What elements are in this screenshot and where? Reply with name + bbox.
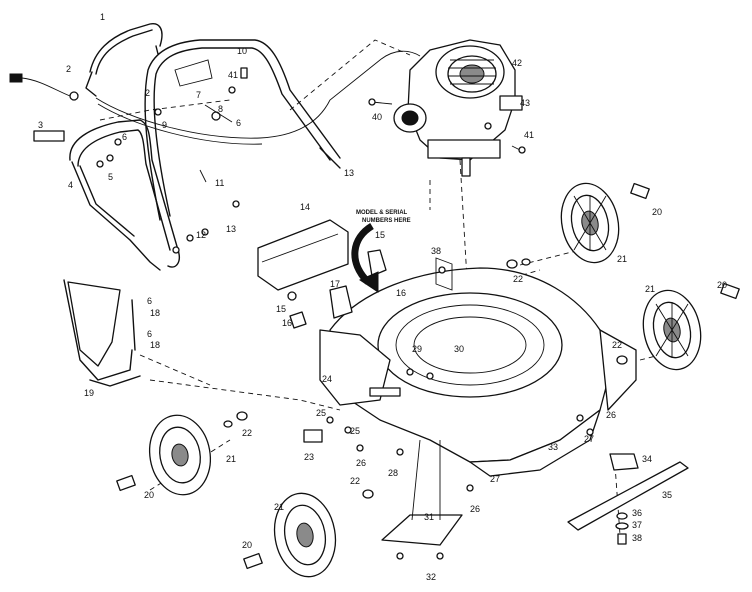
callout-c6c: 6 [147,296,152,306]
callout-c17: 17 [330,279,340,289]
wheel-rear-left [149,414,211,496]
callout-c14: 14 [300,202,310,212]
callout-c3: 3 [38,120,43,130]
callout-c22b: 22 [612,340,622,350]
callout-c43: 43 [520,98,530,108]
callout-c31: 31 [424,512,434,522]
note-line-1: MODEL & SERIAL [356,210,408,216]
blade-assembly [567,453,689,545]
serial-arrow [351,223,379,293]
control-cable [95,50,421,145]
callout-labels: 1223456666789101112131314151516161718181… [38,12,727,582]
wheel-front-left [273,492,337,578]
callout-c12: 12 [196,230,206,240]
callout-c1: 1 [100,12,105,22]
callout-c7: 7 [196,90,201,100]
callout-c2b: 2 [145,88,150,98]
callout-c21b: 21 [645,284,655,294]
callout-c22a: 22 [513,274,523,284]
callout-c21a: 21 [617,254,627,264]
callout-c10: 10 [237,46,247,56]
callout-c8: 8 [218,104,223,114]
callout-c18b: 18 [150,340,160,350]
callout-c26a: 26 [356,458,366,468]
callout-c15a: 15 [375,230,385,240]
middle-handle [144,39,341,221]
callout-c4: 4 [68,180,73,190]
callout-c25a: 25 [316,408,326,418]
callout-c21c: 21 [226,454,236,464]
callout-c40: 40 [372,112,382,122]
callout-c23: 23 [304,452,314,462]
callout-c21d: 21 [274,502,284,512]
mower-deck [319,257,637,477]
discharge-chute [381,439,463,560]
callout-c27b: 27 [490,474,500,484]
callout-c38a: 38 [431,246,441,256]
callout-c36: 36 [632,508,642,518]
callout-c42: 42 [512,58,522,68]
callout-c32: 32 [426,572,436,582]
callout-c6d: 6 [147,329,152,339]
callout-c19: 19 [84,388,94,398]
callout-c35: 35 [662,490,672,500]
callout-c38b: 38 [632,533,642,543]
callout-c9: 9 [162,120,167,130]
callout-c30: 30 [454,344,464,354]
callout-c18a: 18 [150,308,160,318]
wheel-rear-right [560,182,620,264]
callout-c24: 24 [322,374,332,384]
deck-hardware [303,368,594,492]
callout-c20b: 20 [717,280,727,290]
model-serial-note: MODEL & SERIAL NUMBERS HERE [356,210,411,224]
handle-hardware [9,67,248,254]
callout-c27a: 27 [584,434,594,444]
upper-handle [85,23,163,97]
callout-c41a: 41 [228,70,238,80]
lower-handle [69,119,180,271]
callout-c6b: 6 [236,118,241,128]
wheel-hardware [116,182,740,570]
callout-c33: 33 [548,442,558,452]
callout-c22d: 22 [350,476,360,486]
engine [368,39,526,177]
callout-c5: 5 [108,172,113,182]
callout-c34: 34 [642,454,652,464]
callout-c2a: 2 [66,64,71,74]
callout-c26b: 26 [606,410,616,420]
callout-c20d: 20 [242,540,252,550]
callout-c13b: 13 [226,224,236,234]
callout-c13a: 13 [344,168,354,178]
callout-c20a: 20 [652,207,662,217]
callout-c29: 29 [412,344,422,354]
callout-c22c: 22 [242,428,252,438]
wheel-front-right [642,289,702,371]
grass-bag [63,279,141,387]
callout-c28: 28 [388,468,398,478]
callout-c15b: 15 [276,304,286,314]
note-line-2: NUMBERS HERE [362,218,411,224]
callout-c26c: 26 [470,504,480,514]
callout-c41b: 41 [524,130,534,140]
callout-c16b: 16 [282,318,292,328]
callout-c20c: 20 [144,490,154,500]
callout-c37: 37 [632,520,642,530]
callout-c16a: 16 [396,288,406,298]
rear-bracket [257,219,387,329]
callout-c25b: 25 [350,426,360,436]
callout-c6a: 6 [122,132,127,142]
callout-c11: 11 [215,178,224,188]
